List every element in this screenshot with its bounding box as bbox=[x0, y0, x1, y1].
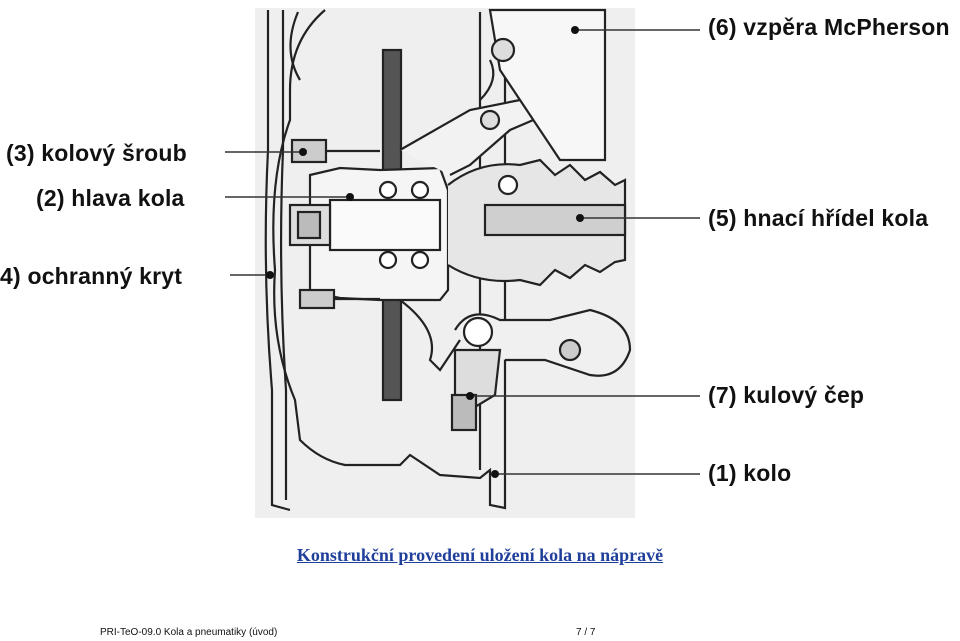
footer-page-number: 7 / 7 bbox=[576, 627, 596, 638]
label-wheel: (1) kolo bbox=[708, 460, 792, 486]
leader-lines bbox=[225, 29, 700, 475]
label-protective-cover: 4) ochranný kryt bbox=[0, 263, 183, 289]
label-ball-joint: (7) kulový čep bbox=[708, 382, 865, 408]
footer-document-title: PRI-TeO-09.0 Kola a pneumatiky (úvod) bbox=[100, 627, 278, 638]
figure-caption: Konstrukční provedení uložení kola na ná… bbox=[296, 545, 664, 565]
label-drive-shaft: (5) hnací hřídel kola bbox=[708, 205, 929, 231]
label-wheel-bolt: (3) kolový šroub bbox=[6, 140, 187, 166]
leader-dots bbox=[266, 26, 584, 478]
technical-drawing-lines bbox=[264, 8, 632, 512]
label-strut: (6) vzpěra McPherson bbox=[708, 14, 950, 40]
label-wheel-hub: (2) hlava kola bbox=[36, 185, 185, 211]
